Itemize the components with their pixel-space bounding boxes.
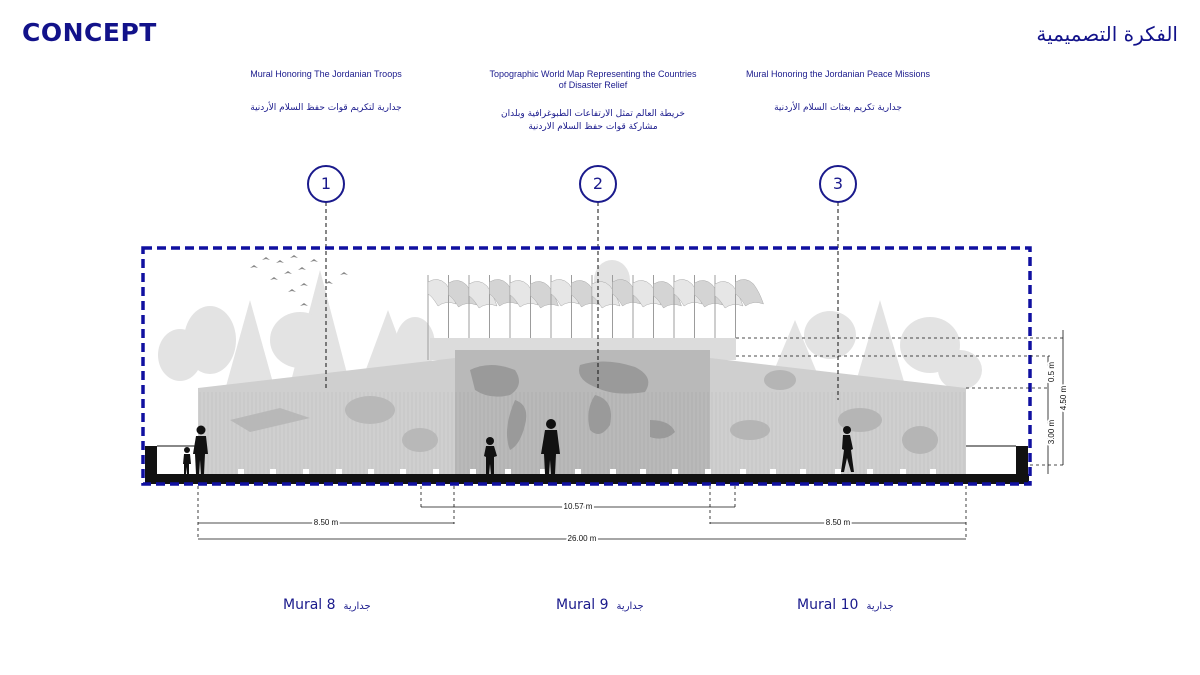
ground-light — [835, 469, 841, 474]
mural-label-10-en: Mural 10 — [797, 597, 859, 613]
left-end-block — [145, 446, 157, 476]
ground-lights — [238, 469, 936, 474]
ground-light — [705, 469, 711, 474]
mural-number-2: 2 — [579, 165, 617, 203]
ground-light — [400, 469, 406, 474]
caption-1-english: Mural Honoring The Jordanian Troops — [250, 69, 402, 79]
ground-light — [470, 469, 476, 474]
left-mural-wall — [198, 358, 455, 477]
background-trees — [158, 260, 982, 390]
ground-light — [540, 469, 546, 474]
people-silhouettes — [183, 419, 854, 474]
ground-light — [640, 469, 646, 474]
caption-1-arabic: جدارية لتكريم قوات حفظ السلام الأردنية — [250, 103, 402, 113]
ground-light — [900, 469, 906, 474]
right-end-block — [1016, 446, 1028, 476]
caption-mural-1: Mural Honoring The Jordanian Troops جدار… — [221, 69, 431, 115]
dim-height-wall: 3.00 m — [1047, 419, 1056, 444]
horizontal-dimensions — [197, 486, 967, 540]
caption-3-english: Mural Honoring the Jordanian Peace Missi… — [745, 69, 931, 79]
mural-label-9-ar: جدارية — [616, 601, 644, 612]
mural-label-8-ar: جدارية — [343, 601, 371, 612]
caption-2-english: Topographic World Map Representing the C… — [489, 69, 697, 90]
right-mural-relief — [730, 370, 938, 454]
mural-label-8: Mural 8 جدارية — [283, 597, 371, 613]
mural-label-10-ar: جدارية — [866, 601, 894, 612]
right-mural-wall — [710, 358, 966, 477]
mural-frame — [141, 246, 1032, 486]
leader-lines — [325, 202, 839, 400]
page-title: CONCEPT — [22, 18, 157, 47]
dim-left-width: 8.50 m — [314, 518, 339, 527]
ground-light — [867, 469, 873, 474]
ground-light — [433, 469, 439, 474]
page-title-arabic: الفكرة التصميمية — [1036, 22, 1178, 46]
mural-label-9: Mural 9 جدارية — [556, 597, 644, 613]
ground-light — [238, 469, 244, 474]
mural-number-1: 1 — [307, 165, 345, 203]
ground-slab — [145, 474, 1029, 484]
ground-light — [800, 469, 806, 474]
caption-mural-3: Mural Honoring the Jordanian Peace Missi… — [733, 69, 943, 115]
ground-light — [336, 469, 342, 474]
mural-label-8-en: Mural 8 — [283, 597, 336, 613]
ground-light — [770, 469, 776, 474]
left-mural-relief — [230, 396, 438, 452]
dim-height-top: 0.5 m — [1047, 362, 1056, 382]
dim-height-total: 4.50 m — [1059, 385, 1068, 410]
flag — [735, 279, 764, 307]
caption-mural-2: Topographic World Map Representing the C… — [488, 69, 698, 134]
mural-label-9-en: Mural 9 — [556, 597, 609, 613]
vertical-dimensions — [736, 330, 1065, 474]
ground-light — [672, 469, 678, 474]
dim-right-width: 8.50 m — [826, 518, 851, 527]
ground-light — [575, 469, 581, 474]
dim-total-width: 26.00 m — [568, 534, 597, 543]
dim-center-width: 10.57 m — [564, 502, 593, 511]
mural-texture — [199, 392, 965, 474]
ground-light — [303, 469, 309, 474]
ground-light — [930, 469, 936, 474]
ground-light — [740, 469, 746, 474]
birds-flock — [250, 255, 348, 306]
mural-label-10: Mural 10 جدارية — [797, 597, 894, 613]
ground-light — [270, 469, 276, 474]
ground-light — [505, 469, 511, 474]
world-map-relief — [470, 361, 675, 450]
mural-number-3: 3 — [819, 165, 857, 203]
caption-2-arabic: خريطة العالم تمثل الارتفاعات الطبوغرافية… — [501, 109, 685, 132]
caption-3-arabic: جدارية تكريم بعثات السلام الأردنية — [774, 103, 902, 113]
ground-light — [610, 469, 616, 474]
ground-light — [368, 469, 374, 474]
